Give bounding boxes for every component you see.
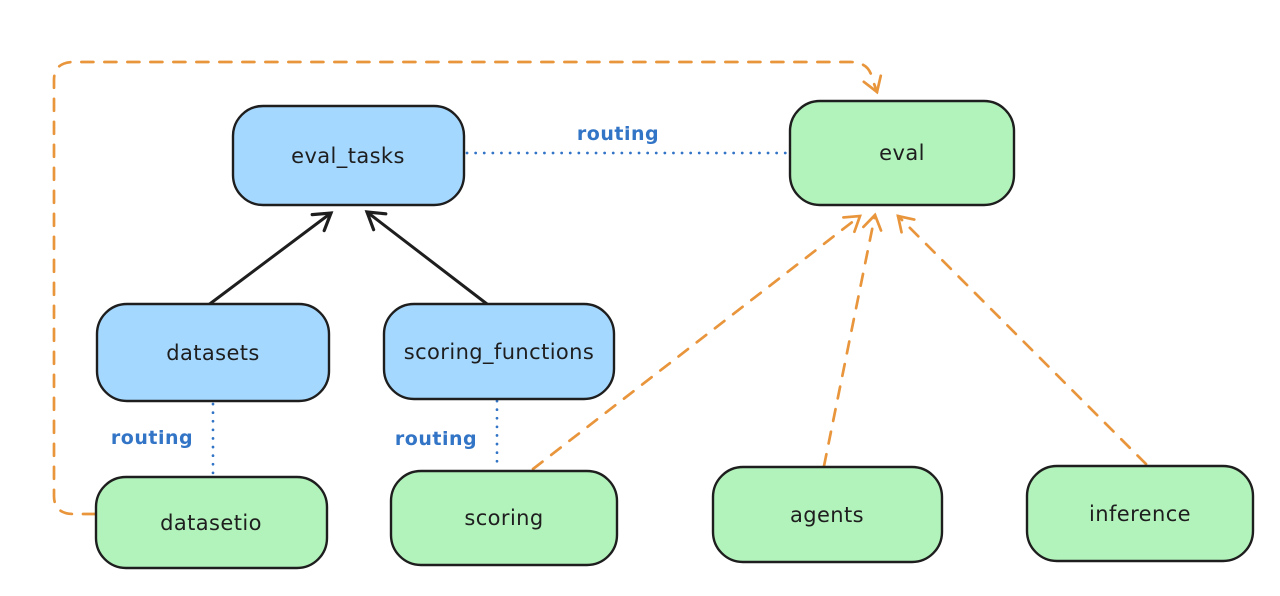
edge-scoring-functions-to-eval-tasks xyxy=(364,210,489,306)
node-scoring-functions-box xyxy=(382,302,616,401)
node-scoring-functions: scoring_functions xyxy=(382,302,616,401)
node-scoring: scoring xyxy=(389,469,619,567)
edge-label-routing-datasets: routing xyxy=(111,427,193,449)
node-inference: inference xyxy=(1025,464,1255,563)
node-inference-box xyxy=(1025,464,1255,563)
edge-label-routing-top: routing xyxy=(577,123,659,145)
node-datasetio: datasetio xyxy=(94,475,329,570)
edge-datasets-to-eval-tasks xyxy=(205,211,334,308)
edge-label-routing-scoring: routing xyxy=(395,428,477,450)
node-eval-tasks-label: eval_tasks xyxy=(291,144,405,169)
node-inference-label: inference xyxy=(1089,502,1191,526)
node-eval-box xyxy=(788,99,1016,207)
node-eval-tasks: eval_tasks xyxy=(231,104,466,207)
node-scoring-label: scoring xyxy=(464,506,543,530)
node-datasets-label: datasets xyxy=(166,341,260,365)
node-agents-box xyxy=(711,465,944,564)
node-eval: eval xyxy=(788,99,1016,207)
edge-agents-to-eval xyxy=(822,212,883,468)
node-datasetio-box xyxy=(94,475,329,570)
node-eval-tasks-box xyxy=(231,104,466,207)
node-datasetio-label: datasetio xyxy=(160,511,262,535)
node-scoring-box xyxy=(389,469,619,567)
node-agents: agents xyxy=(711,465,944,564)
node-scoring-functions-label: scoring_functions xyxy=(404,340,594,365)
edge-inference-to-eval xyxy=(896,214,1148,466)
node-datasets-box xyxy=(95,302,331,403)
node-eval-label: eval xyxy=(879,141,925,165)
edge-datasetio-to-eval xyxy=(52,60,883,516)
node-agents-label: agents xyxy=(790,503,864,527)
edge-scoring-to-eval xyxy=(531,214,862,471)
node-datasets: datasets xyxy=(95,302,331,403)
